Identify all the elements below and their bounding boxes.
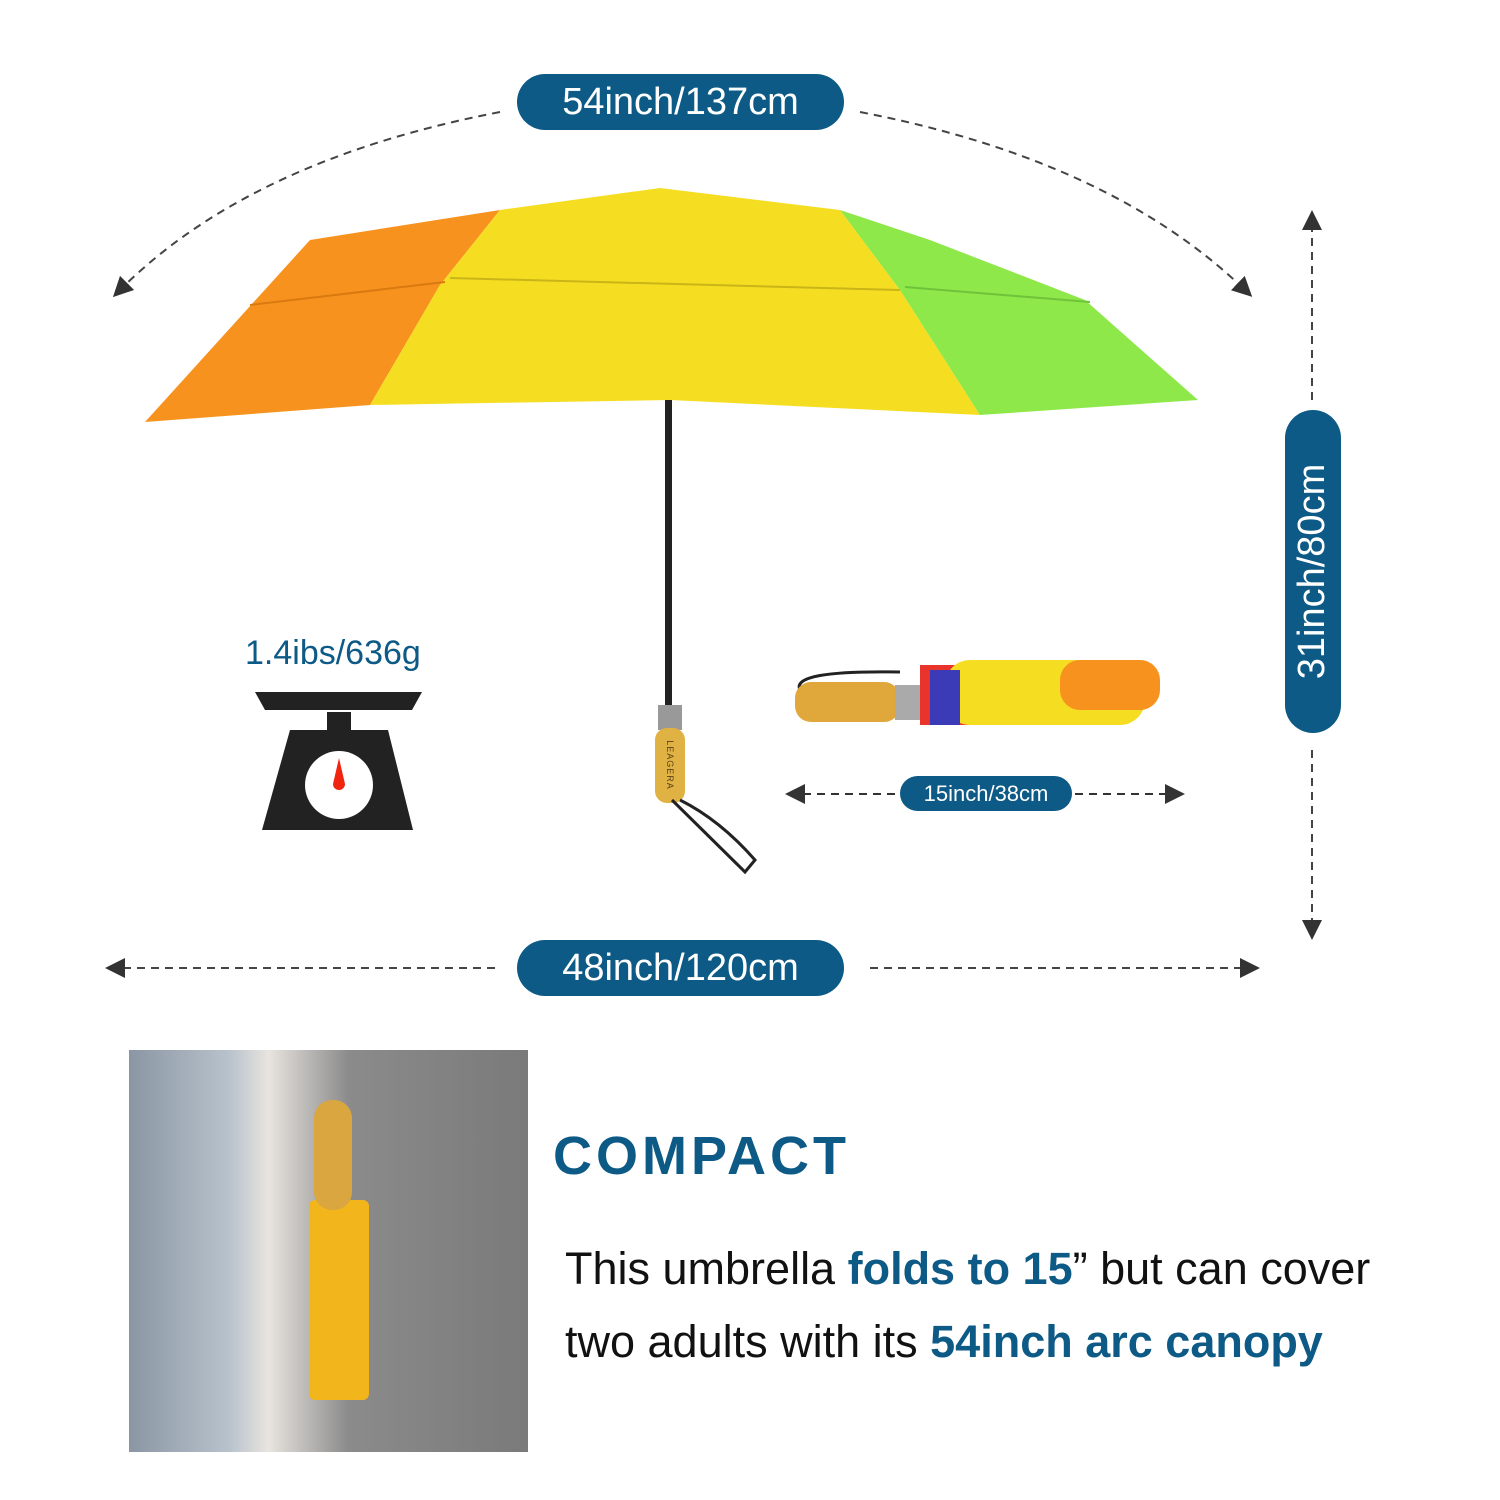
scale-icon [255,692,422,830]
height-badge: 31inch/80cm [1285,410,1341,733]
arc-dimension-line [112,111,501,298]
umbrella-shaft [665,400,672,710]
canopy-green [840,210,1198,415]
canopy-orange [145,210,500,422]
wrist-strap [670,798,757,875]
feature-title: COMPACT [553,1126,850,1186]
arc-width-badge: 54inch/137cm [517,74,844,130]
umbrella-handle [655,728,685,803]
arc-dimension-line [859,111,1253,297]
handle-brand-label: LEAGERA [665,740,675,790]
folded-length-badge: 15inch/38cm [900,776,1072,811]
pocket-umbrella-handle [314,1100,352,1210]
width-badge: 48inch/120cm [517,940,844,996]
weight-label: 1.4ibs/636g [245,634,421,672]
feature-description: This umbrella folds to 15” but can cover… [565,1243,1371,1367]
pocket-umbrella [309,1200,369,1400]
folded-umbrella [795,660,1160,725]
backpack-photo [129,1050,528,1452]
canopy-yellow [370,188,980,415]
